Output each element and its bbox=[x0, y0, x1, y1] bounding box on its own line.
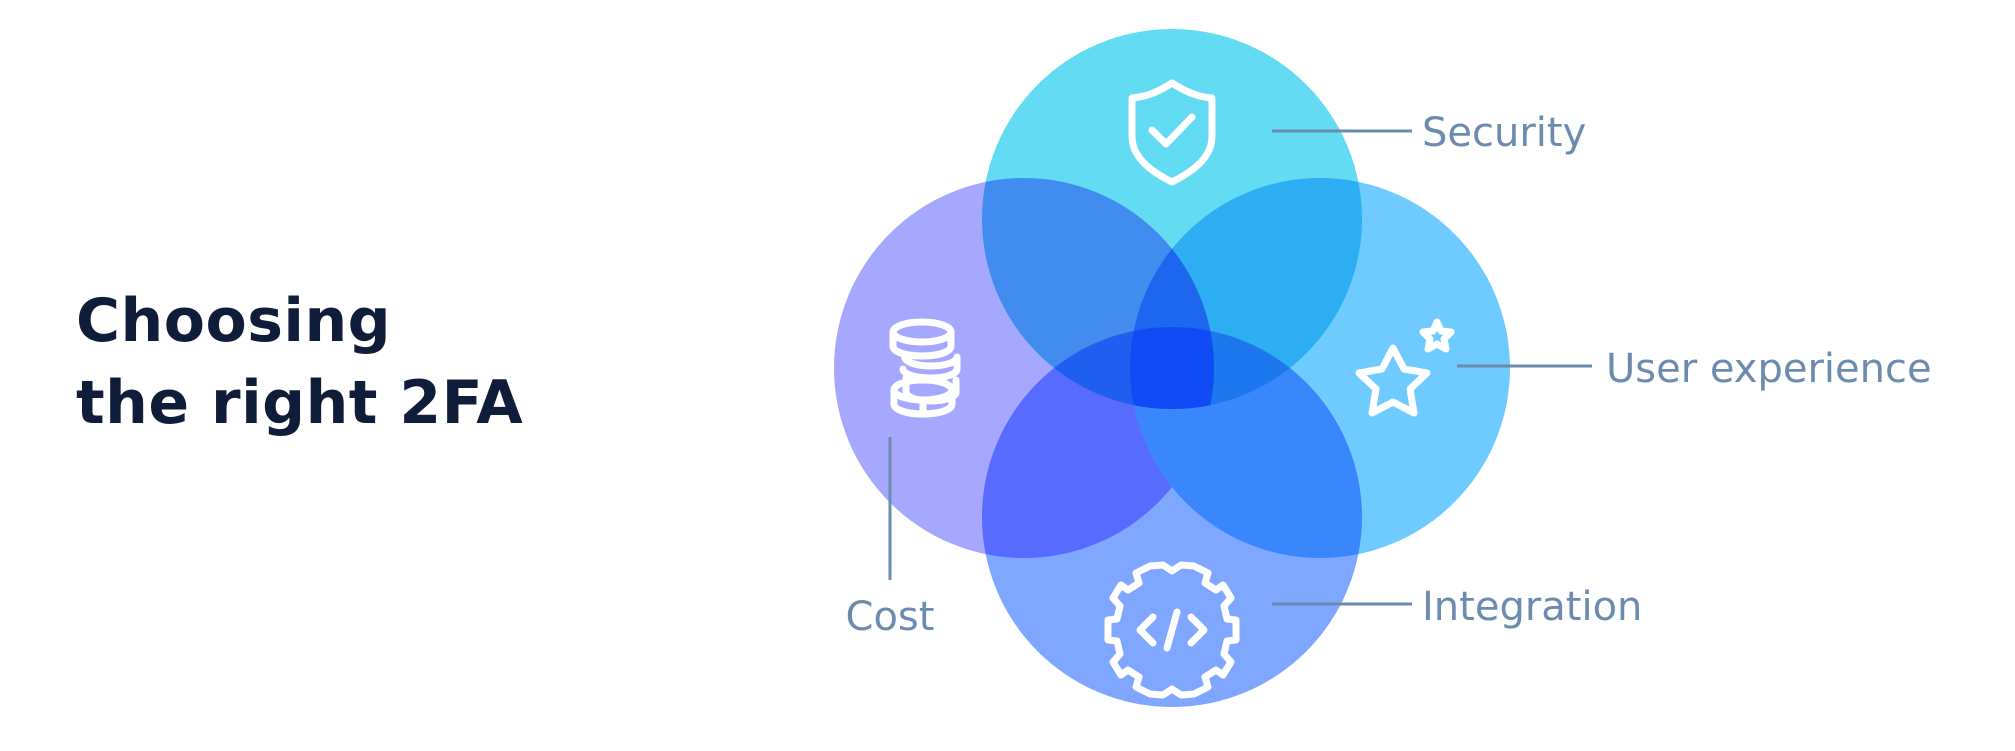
shield-check-icon bbox=[1128, 79, 1216, 186]
label-integration: Integration bbox=[1422, 584, 1642, 630]
label-cost: Cost bbox=[846, 594, 935, 640]
title-line-2: the right 2FA bbox=[76, 368, 524, 438]
stars-icon bbox=[1355, 318, 1455, 417]
label-user-experience: User experience bbox=[1606, 346, 1932, 392]
code-gear-icon bbox=[1104, 561, 1240, 699]
title-line-1: Choosing bbox=[76, 286, 392, 356]
coins-icon bbox=[889, 318, 961, 418]
label-security: Security bbox=[1422, 110, 1586, 156]
diagram-title: Choosing the right 2FA bbox=[76, 280, 523, 444]
